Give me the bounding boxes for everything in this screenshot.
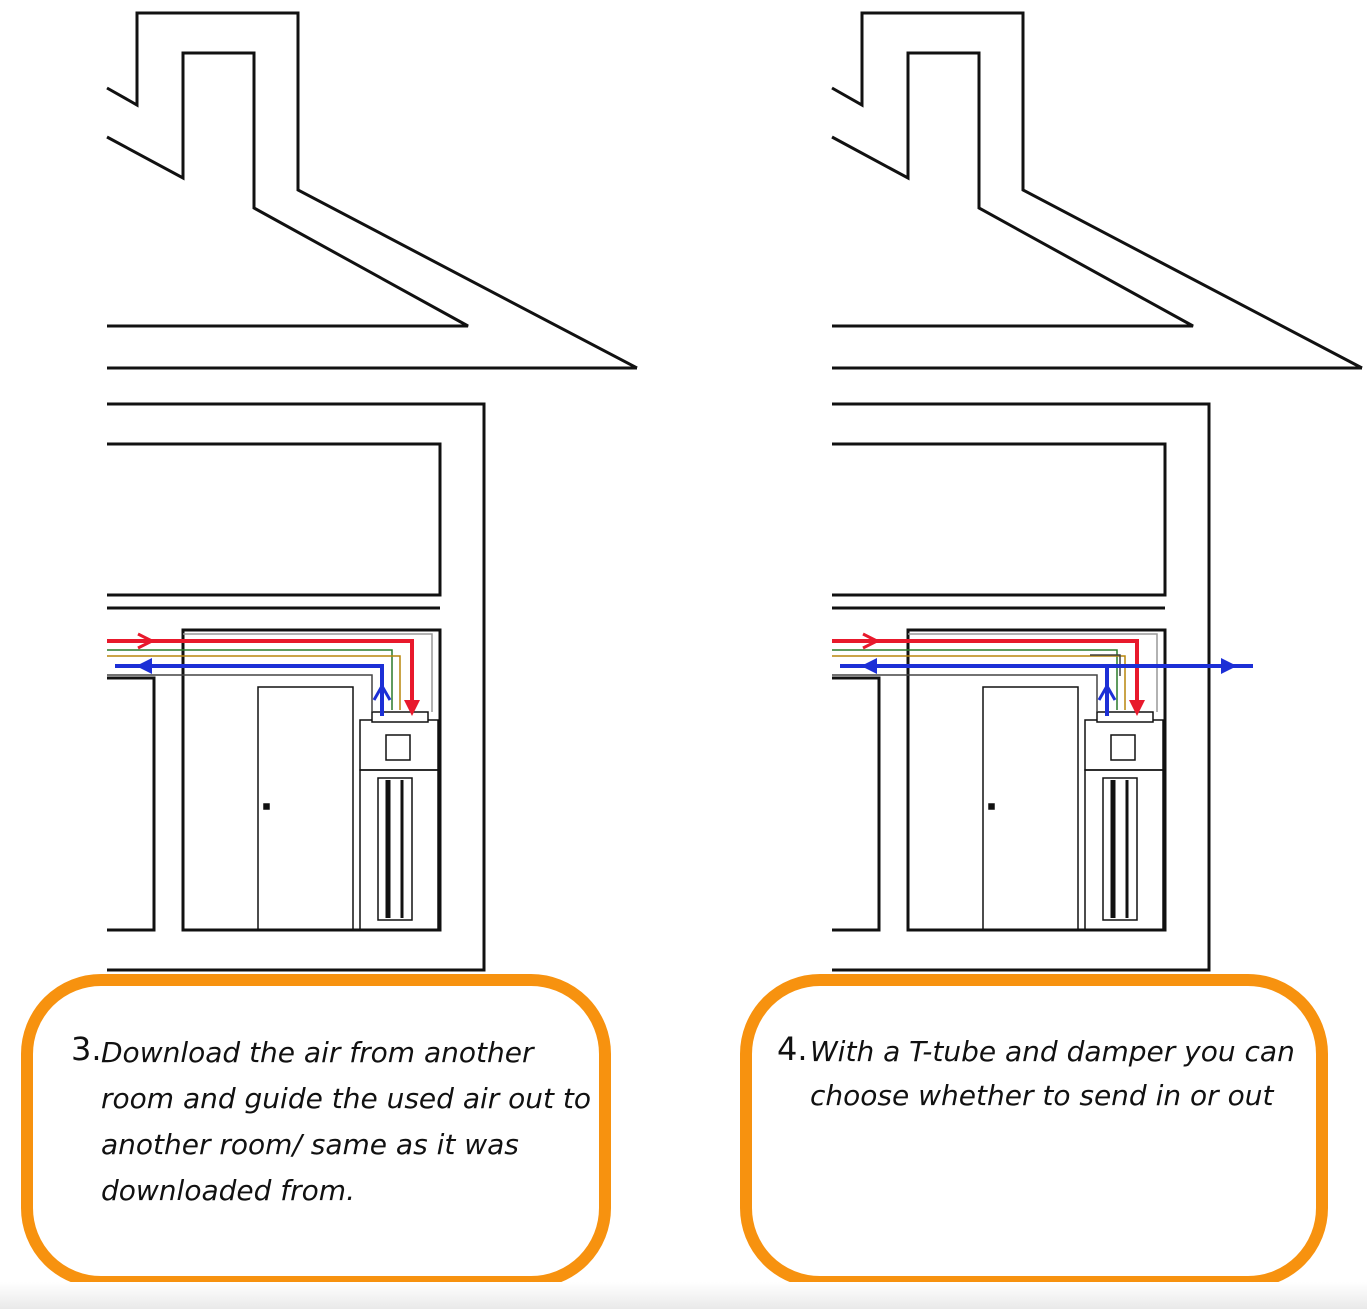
roof-and-chimney bbox=[831, 11, 1363, 370]
door-icon bbox=[257, 686, 354, 931]
house-walls bbox=[832, 402, 1211, 972]
ventilation-unit-icon bbox=[1084, 711, 1164, 931]
page-bottom-shadow bbox=[0, 1282, 1367, 1309]
step-description: Download the air from another room and g… bbox=[101, 1036, 592, 1207]
caption-box-step-4: 4. With a T-tube and damper you can choo… bbox=[740, 974, 1328, 1288]
ventilation-unit-icon bbox=[359, 711, 439, 931]
door-icon bbox=[982, 686, 1079, 931]
roof-and-chimney bbox=[106, 11, 638, 370]
duct-lines bbox=[832, 633, 1158, 712]
step-number: 4. bbox=[777, 1030, 808, 1068]
step-number: 3. bbox=[71, 1030, 102, 1068]
exhaust-air-arrow-icon bbox=[115, 658, 392, 716]
caption-box-step-3: 3. Download the air from another room an… bbox=[21, 974, 611, 1288]
t-tube-exhaust-arrow-icon bbox=[840, 658, 1253, 716]
supply-air-arrow-icon bbox=[832, 632, 1145, 716]
house-walls bbox=[107, 402, 486, 972]
house-diagram-step-3 bbox=[106, 11, 638, 972]
supply-air-arrow-icon bbox=[107, 632, 420, 716]
duct-lines bbox=[107, 633, 433, 712]
step-description: With a T-tube and damper you can choose … bbox=[810, 1035, 1295, 1112]
house-diagram-step-4 bbox=[831, 11, 1363, 972]
